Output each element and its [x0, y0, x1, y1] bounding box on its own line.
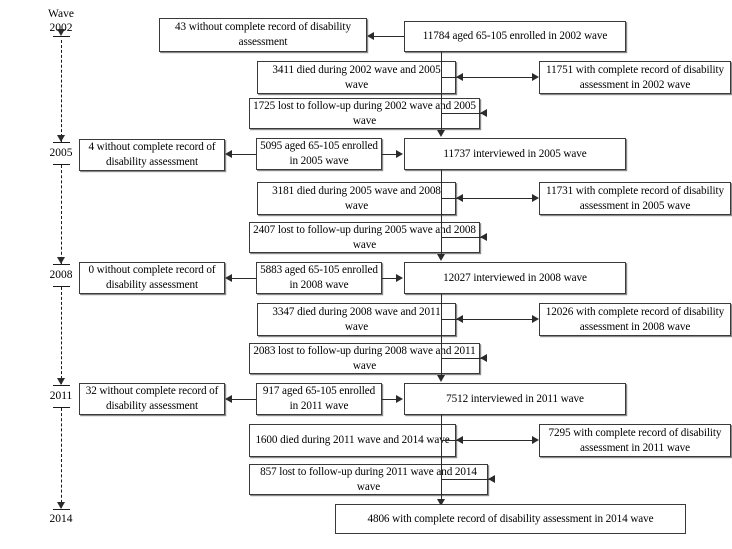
- timeline-tick-2005-upper: [53, 142, 70, 143]
- arrowhead-complete2008-icon: [532, 315, 539, 323]
- connector-enrolled2011-to-excl2011: [232, 399, 256, 400]
- arrowhead-excl2005-icon: [225, 150, 232, 158]
- node-excluded-2011[interactable]: 32 without complete record of disability…: [79, 383, 225, 415]
- timeline-tick-label-2011: 2011: [49, 390, 73, 402]
- connector-trunk-to-complete2008: [441, 319, 532, 320]
- connector-trunk-to-died0508: [441, 198, 463, 199]
- timeline-arrow-2008-icon: [57, 257, 65, 264]
- arrowhead-died0508-icon: [456, 194, 463, 202]
- node-excluded-2005[interactable]: 4 without complete record of disability …: [79, 139, 225, 171]
- node-interviewed-2005[interactable]: 11737 interviewed in 2005 wave: [404, 138, 626, 170]
- arrowhead-died1114-icon: [456, 436, 463, 444]
- connector-enrolled2005-to-excl2005: [232, 154, 256, 155]
- arrowhead-interviewed2005-in-icon: [396, 150, 403, 158]
- trunk-2005-to-2008: [441, 170, 442, 254]
- timeline-axis-segment: [61, 408, 62, 508]
- timeline-axis-segment: [61, 287, 62, 384]
- timeline-tick-2008-lower: [53, 286, 70, 287]
- arrowhead-died0205-icon: [456, 73, 463, 81]
- node-complete-2002[interactable]: 11751 with complete record of disability…: [539, 61, 731, 94]
- timeline-tick-2002: [53, 36, 70, 37]
- arrowhead-complete2002-icon: [532, 73, 539, 81]
- connector-trunk-to-complete2002: [441, 77, 532, 78]
- node-excluded-2002[interactable]: 43 without complete record of disability…: [159, 18, 367, 52]
- node-complete-2014[interactable]: 4806 with complete record of disability …: [335, 504, 686, 534]
- arrowhead-lost0508-icon: [480, 233, 487, 241]
- node-died-2011-2014[interactable]: 1600 died during 2011 wave and 2014 wave: [249, 424, 456, 457]
- node-interviewed-2011[interactable]: 7512 interviewed in 2011 wave: [404, 383, 626, 415]
- timeline-tick-2005-lower: [53, 164, 70, 165]
- arrowhead-interviewed2008-icon: [437, 254, 445, 261]
- connector-trunk-to-complete2005: [441, 198, 532, 199]
- connector-trunk-to-died1114: [441, 440, 463, 441]
- connector-trunk-to-died0205-real: [441, 77, 463, 78]
- node-enrolled-2005[interactable]: 5095 aged 65-105 enrolled in 2005 wave: [256, 138, 382, 170]
- node-enrolled-2008[interactable]: 5883 aged 65-105 enrolled in 2008 wave: [256, 262, 382, 294]
- arrowhead-complete2011-icon: [532, 436, 539, 444]
- arrowhead-interviewed2011-icon: [437, 375, 445, 382]
- timeline-header: Wave: [48, 8, 74, 20]
- connector-enrolled2005-to-interviewed2005: [382, 154, 397, 155]
- connector-trunk-to-complete2011: [441, 440, 532, 441]
- connector-trunk-to-lost0508: [441, 237, 487, 238]
- connector-trunk-to-lost0811: [441, 358, 487, 359]
- connector-trunk-to-lost0205: [441, 113, 487, 114]
- connector-enrolled2008-to-excl2008: [232, 278, 256, 279]
- arrowhead-excl2011-icon: [225, 395, 232, 403]
- node-complete-2005[interactable]: 11731 with complete record of disability…: [539, 182, 731, 215]
- node-enrolled-2011[interactable]: 917 aged 65-105 enrolled in 2011 wave: [256, 383, 382, 415]
- timeline-arrow-2014-icon: [57, 502, 65, 509]
- connector-trunk-to-died0811: [441, 319, 463, 320]
- timeline-tick-2008-upper: [53, 264, 70, 265]
- node-complete-2011[interactable]: 7295 with complete record of disability …: [539, 424, 731, 457]
- timeline-tick-label-2002: 2002: [49, 22, 73, 34]
- connector-trunk-to-lost1114: [441, 479, 495, 480]
- arrowhead-excl2002-icon: [367, 32, 374, 40]
- arrowhead-lost0205-icon: [480, 109, 487, 117]
- arrowhead-interviewed2008-in-icon: [396, 274, 403, 282]
- connector-enrolled2002-to-excl2002: [374, 36, 404, 37]
- timeline-arrow-2002-icon: [57, 29, 65, 36]
- node-enrolled-2002[interactable]: 11784 aged 65-105 enrolled in 2002 wave: [404, 21, 626, 52]
- connector-enrolled2008-to-interviewed2008: [382, 278, 397, 279]
- node-died-2005-2008[interactable]: 3181 died during 2005 wave and 2008 wave: [257, 182, 456, 215]
- arrowhead-complete2014-icon: [437, 499, 445, 506]
- node-died-2002-2005[interactable]: 3411 died during 2002 wave and 2005 wave: [257, 61, 456, 94]
- node-died-2008-2011[interactable]: 3347 died during 2008 wave and 2011 wave: [257, 303, 456, 336]
- trunk-2002-to-2005: [441, 52, 442, 130]
- arrowhead-interviewed2011-in-icon: [396, 395, 403, 403]
- connector-enrolled2011-to-interviewed2011: [382, 399, 397, 400]
- node-excluded-2008[interactable]: 0 without complete record of disability …: [79, 262, 225, 294]
- timeline-tick-label-2014: 2014: [49, 513, 73, 525]
- timeline-axis-segment: [61, 165, 62, 265]
- timeline-tick-label-2008: 2008: [49, 269, 73, 281]
- timeline-arrow-2005-icon: [57, 135, 65, 142]
- timeline-tick-2011-upper: [53, 385, 70, 386]
- timeline-tick-label-2005: 2005: [49, 147, 73, 159]
- arrowhead-lost0811-icon: [480, 354, 487, 362]
- arrowhead-interviewed2005-icon: [437, 130, 445, 137]
- node-complete-2008[interactable]: 12026 with complete record of disability…: [539, 303, 731, 336]
- arrowhead-died0811-icon: [456, 315, 463, 323]
- timeline-tick-2011-lower: [53, 407, 70, 408]
- arrowhead-complete2005-icon: [532, 194, 539, 202]
- timeline-tick-2014: [53, 509, 70, 510]
- trunk-2011-to-2014: [441, 415, 442, 500]
- arrowhead-lost1114-icon: [488, 475, 495, 483]
- node-interviewed-2008[interactable]: 12027 interviewed in 2008 wave: [404, 262, 626, 294]
- trunk-2008-to-2011: [441, 294, 442, 375]
- timeline-axis-segment: [61, 40, 62, 142]
- arrowhead-excl2008-icon: [225, 274, 232, 282]
- timeline-arrow-2011-icon: [57, 378, 65, 385]
